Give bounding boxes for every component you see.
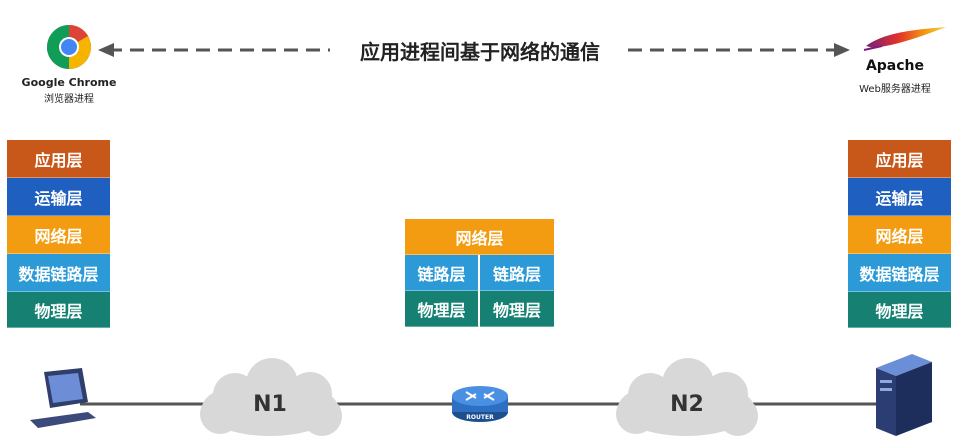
client-layer-network: 网络层 [7,216,110,254]
page-title: 应用进程间基于网络的通信 [360,40,600,64]
client-layer-physical: 物理层 [7,292,110,328]
laptop-icon [30,368,96,428]
router-layer-network: 网络层 [405,219,554,255]
router-layer-physical-left: 物理层 [405,291,479,327]
server-layer-physical: 物理层 [848,292,951,328]
cloud-n2 [616,358,758,436]
router-icon [452,386,508,422]
server-icon [876,354,932,436]
server-subtitle: Web服务器进程 [859,84,931,95]
header-arrow [98,43,850,57]
client-subtitle: 浏览器进程 [44,94,94,105]
router-layer-link-right: 链路层 [480,255,554,291]
router-label: ROUTER [466,414,494,421]
server-layer-network: 网络层 [848,216,951,254]
client-layer-datalink: 数据链路层 [7,254,110,292]
apache-feather-icon [863,27,946,51]
server-layer-transport: 运输层 [848,178,951,216]
server-layer-datalink: 数据链路层 [848,254,951,292]
router-layer-physical-right: 物理层 [480,291,554,327]
client-name: Google Chrome [21,76,117,89]
cloud-n1 [200,358,342,436]
client-layer-application: 应用层 [7,140,110,178]
server-name: Apache [865,58,925,74]
router-layer-link-left: 链路层 [405,255,479,291]
server-layer-application: 应用层 [848,140,951,178]
network-n1-label: N1 [253,392,287,417]
network-n2-label: N2 [670,392,704,417]
client-layer-transport: 运输层 [7,178,110,216]
network-topology [30,354,932,436]
chrome-icon [47,25,91,69]
